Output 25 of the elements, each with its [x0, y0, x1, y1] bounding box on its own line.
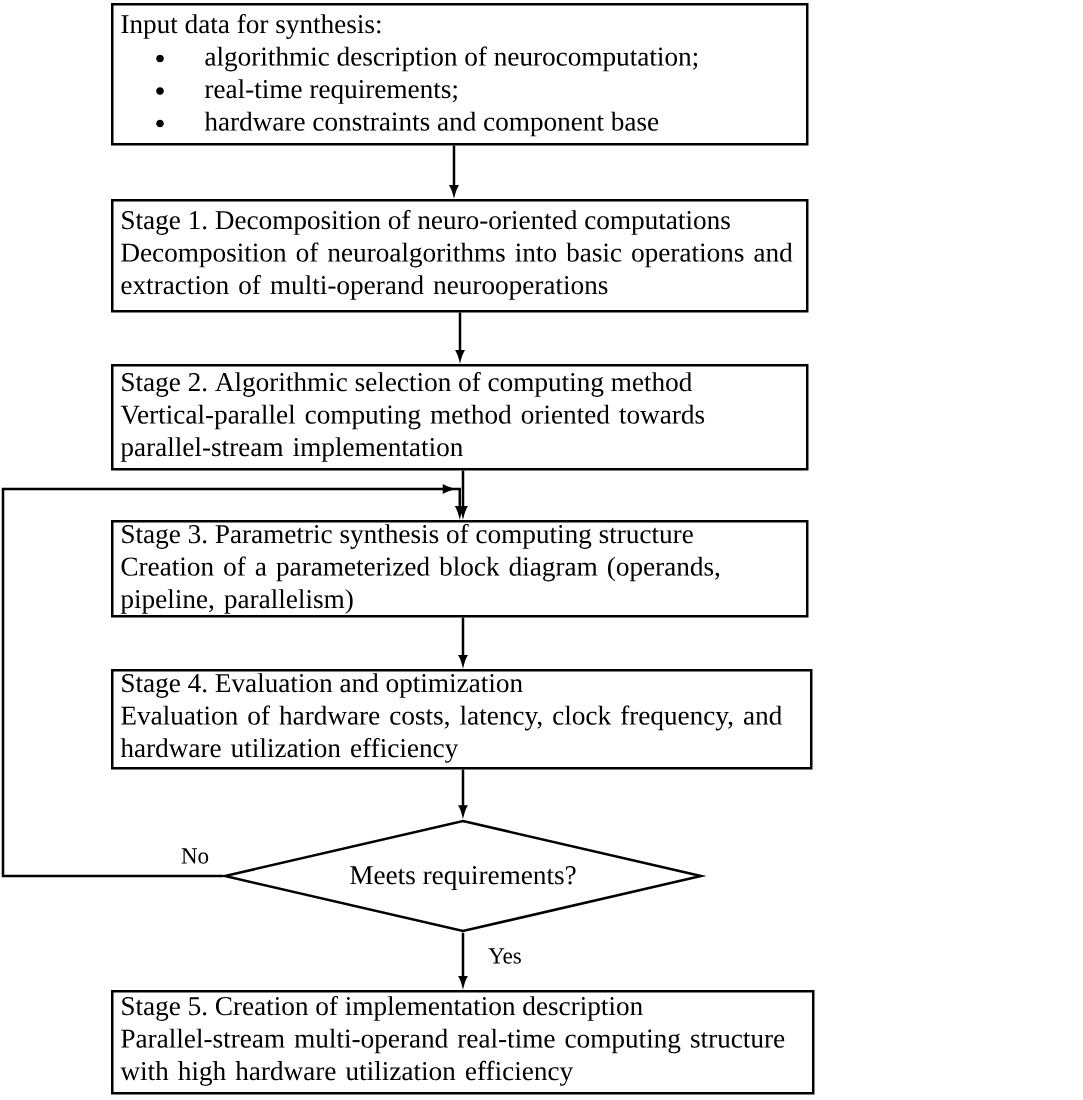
list-item: algorithmic description of neurocomputation;: [205, 46, 698, 72]
box-heading: Input data for synthesis:: [121, 13, 381, 39]
edge-label: Yes: [486, 946, 524, 966]
edge-label: No: [178, 846, 212, 866]
process-box: [111, 364, 809, 471]
decision-label: Meets requirements?: [350, 866, 576, 890]
arrow: [1, 484, 464, 878]
box-description: Creation of a parameterized block diagram (operands, pipeline, parallelism): [120, 556, 720, 614]
box-description: Parallel-stream multi-operand real-time computing structure with high hardware utilization efficiency: [120, 1028, 785, 1086]
input-box: [111, 3, 809, 146]
box-heading: Stage 4. Evaluation and optimization: [122, 673, 523, 698]
process-box: [111, 990, 815, 1095]
process-box: [111, 199, 809, 313]
box-heading: Stage 2. Algorithmic selection of computing method: [122, 371, 692, 397]
box-heading: Stage 1. Decomposition of neuro-oriented computations: [122, 209, 730, 235]
process-box: [111, 669, 813, 770]
box-description: Vertical-parallel computing method oriented towards parallel-stream implementation: [120, 404, 705, 462]
list-item: real-time requirements;: [204, 79, 457, 104]
list-item: hardware constraints and component base: [204, 111, 659, 137]
box-heading: Stage 5. Creation of implementation description: [122, 995, 643, 1021]
box-heading: Stage 3. Parametric synthesis of computing structure: [122, 523, 693, 549]
box-description: Decomposition of neuroalgorithms into basic operations and extraction of multi-operand neurooperations: [121, 242, 793, 300]
process-box: [111, 520, 809, 618]
arrow: [458, 769, 468, 816]
box-description: Evaluation of hardware costs, latency, clock frequency, and hardware utilization efficiency: [120, 705, 782, 763]
